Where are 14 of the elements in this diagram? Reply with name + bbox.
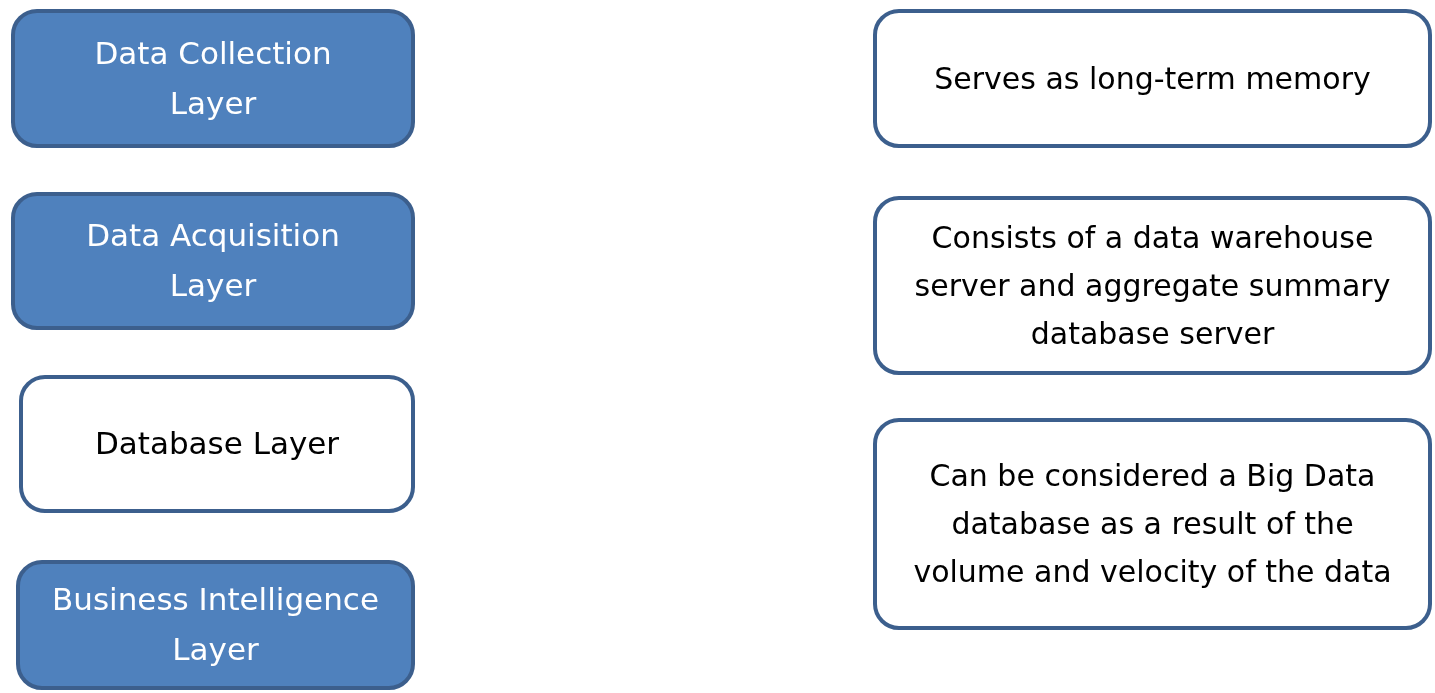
layer-box <box>11 9 415 148</box>
box-text: Data Acquisition Layer <box>85 216 341 305</box>
box-text: Data Collection Layer <box>93 33 333 123</box>
box-text: Business Intelligence Layer <box>51 580 380 669</box>
box-text: Database Layer <box>94 424 340 464</box>
layer-box <box>11 192 415 330</box>
box-text: Serves as long-term memory <box>934 59 1371 98</box>
description-box <box>873 9 1432 148</box>
description-box <box>19 375 415 513</box>
description-box <box>873 418 1432 630</box>
layer-box <box>16 560 415 690</box>
box-text: Can be considered a Big Data database as a result of the volume and velocity of the data <box>912 457 1393 591</box>
box-text: Consists of a data warehouse server and aggregate summary database server <box>913 218 1392 353</box>
description-box <box>873 196 1432 375</box>
